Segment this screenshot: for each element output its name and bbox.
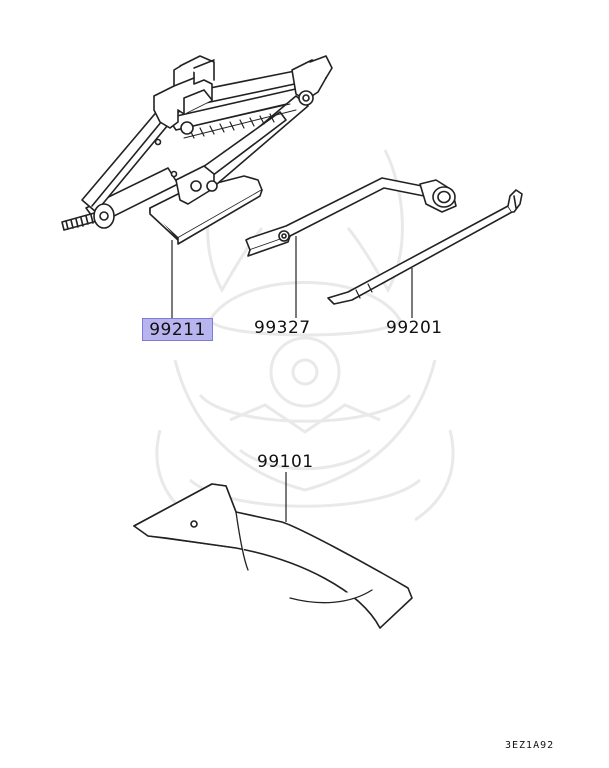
part-number-jack-handle[interactable]: 99201 [386,318,443,338]
part-number-tool-bag[interactable]: 99101 [257,452,314,472]
leader-lines [171,236,413,522]
lug-wrench [245,177,457,257]
part-number-lug-wrench[interactable]: 99327 [254,318,311,338]
diagram-code: 3EZ1A92 [505,740,555,751]
tool-bag [133,483,413,629]
scissor-jack [61,55,333,245]
jack-handle [327,189,523,305]
part-number-jack[interactable]: 99211 [142,318,213,341]
